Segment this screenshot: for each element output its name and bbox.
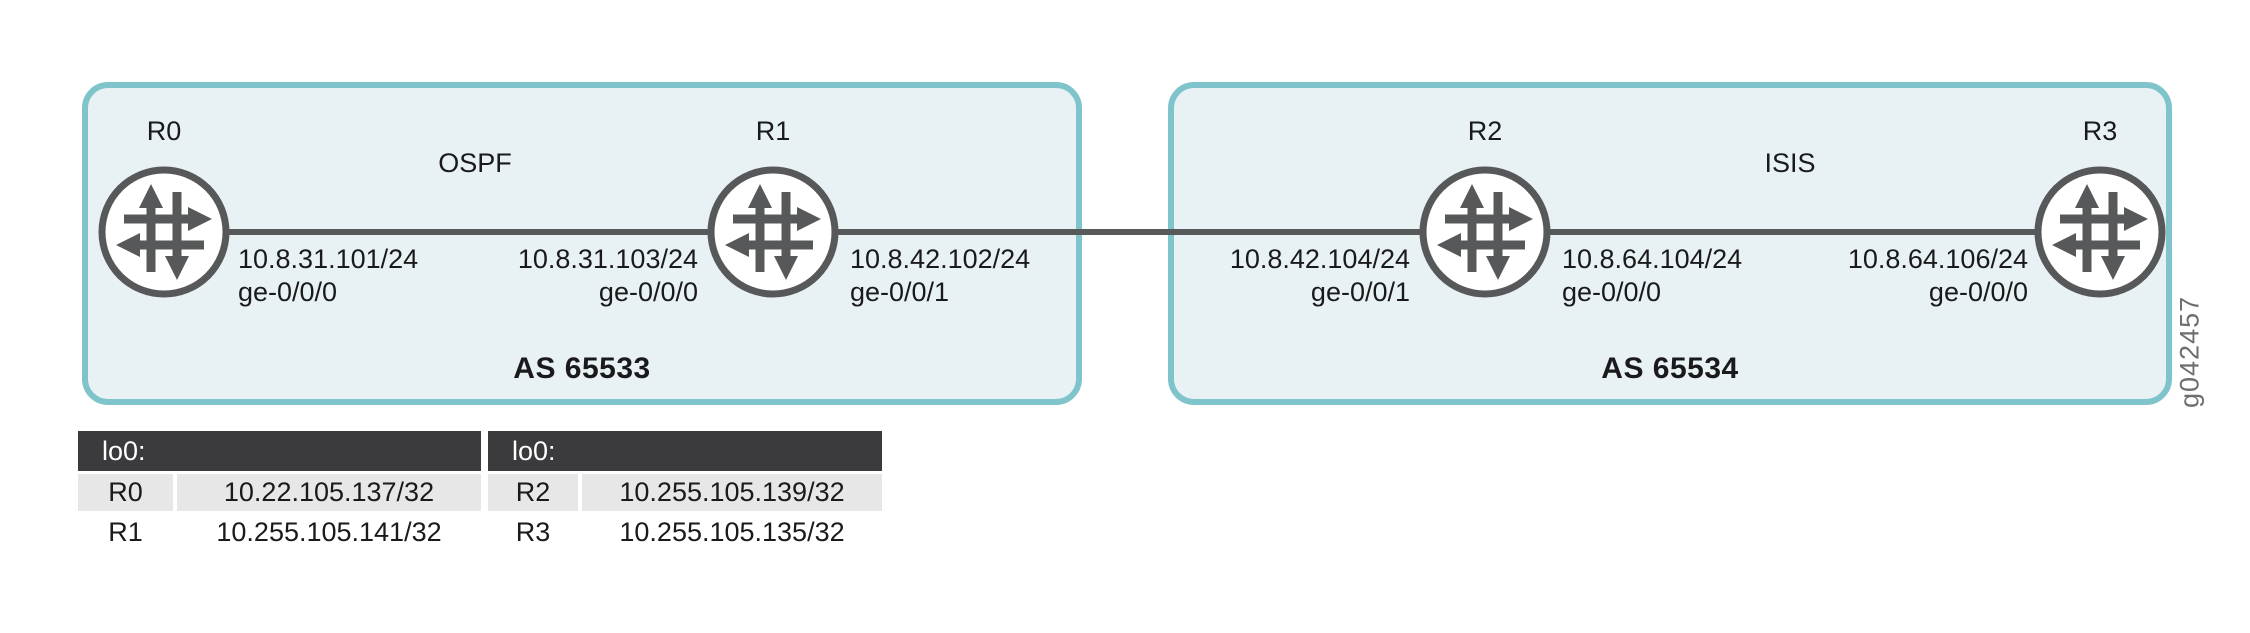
as-65533-zone-box bbox=[82, 82, 1082, 405]
interface-port: ge-0/0/0 bbox=[1562, 277, 1662, 307]
as-65534-zone-box bbox=[1168, 82, 2172, 405]
interface-ip: 10.8.31.103/24 bbox=[517, 244, 698, 274]
interface-ip: 10.8.42.102/24 bbox=[850, 244, 1031, 274]
protocol-label-ospf: OSPF bbox=[438, 148, 512, 178]
router-cell: R2 bbox=[488, 474, 578, 511]
address-cell: 10.255.105.135/32 bbox=[582, 514, 882, 551]
loopback-table-left: lo0: R0 10.22.105.137/32 R1 10.255.105.1… bbox=[78, 431, 481, 554]
interface-ip: 10.8.31.101/24 bbox=[238, 244, 419, 274]
router-label-r1: R1 bbox=[755, 116, 791, 146]
interface-ip: 10.8.64.104/24 bbox=[1562, 244, 1743, 274]
interface-ip: 10.8.42.104/24 bbox=[1229, 244, 1410, 274]
interface-label-r1-ge001: 10.8.42.102/24 ge-0/0/1 bbox=[850, 243, 1030, 309]
router-icon-r3 bbox=[2030, 162, 2170, 302]
interface-port: ge-0/0/0 bbox=[1928, 277, 2028, 307]
interface-port: ge-0/0/0 bbox=[238, 277, 338, 307]
as-number-label-65534: AS 65534 bbox=[1601, 352, 1739, 385]
router-label-r0: R0 bbox=[146, 116, 182, 146]
router-icon-r2 bbox=[1415, 162, 1555, 302]
table-row: R1 10.255.105.141/32 bbox=[78, 514, 481, 551]
interface-port: ge-0/0/1 bbox=[1310, 277, 1410, 307]
as-number-label-65533: AS 65533 bbox=[513, 352, 651, 385]
protocol-label-isis: ISIS bbox=[1764, 148, 1816, 178]
router-icon-r1 bbox=[703, 162, 843, 302]
interface-label-r2-ge000: 10.8.64.104/24 ge-0/0/0 bbox=[1562, 243, 1742, 309]
table-row: R3 10.255.105.135/32 bbox=[488, 514, 882, 551]
router-cell: R0 bbox=[78, 474, 173, 511]
router-label-r3: R3 bbox=[2082, 116, 2118, 146]
interface-ip: 10.8.64.106/24 bbox=[1847, 244, 2028, 274]
loopback-table-header: lo0: bbox=[488, 431, 882, 471]
loopback-table-header: lo0: bbox=[78, 431, 481, 471]
router-label-r2: R2 bbox=[1467, 116, 1503, 146]
address-cell: 10.255.105.141/32 bbox=[177, 514, 481, 551]
interface-label-r3-ge000: 10.8.64.106/24 ge-0/0/0 bbox=[1770, 243, 2028, 309]
loopback-table-right: lo0: R2 10.255.105.139/32 R3 10.255.105.… bbox=[488, 431, 882, 554]
table-row: R2 10.255.105.139/32 bbox=[488, 474, 882, 511]
link-line bbox=[164, 229, 2100, 235]
table-row: R0 10.22.105.137/32 bbox=[78, 474, 481, 511]
interface-port: ge-0/0/1 bbox=[850, 277, 950, 307]
address-cell: 10.22.105.137/32 bbox=[177, 474, 481, 511]
interface-port: ge-0/0/0 bbox=[598, 277, 698, 307]
address-cell: 10.255.105.139/32 bbox=[582, 474, 882, 511]
interface-label-r2-ge001: 10.8.42.104/24 ge-0/0/1 bbox=[1152, 243, 1410, 309]
interface-label-r1-ge000: 10.8.31.103/24 ge-0/0/0 bbox=[440, 243, 698, 309]
figure-id: g042457 bbox=[2174, 295, 2205, 409]
router-icon-r0 bbox=[94, 162, 234, 302]
router-cell: R3 bbox=[488, 514, 578, 551]
interface-label-r0-ge000: 10.8.31.101/24 ge-0/0/0 bbox=[238, 243, 418, 309]
router-cell: R1 bbox=[78, 514, 173, 551]
